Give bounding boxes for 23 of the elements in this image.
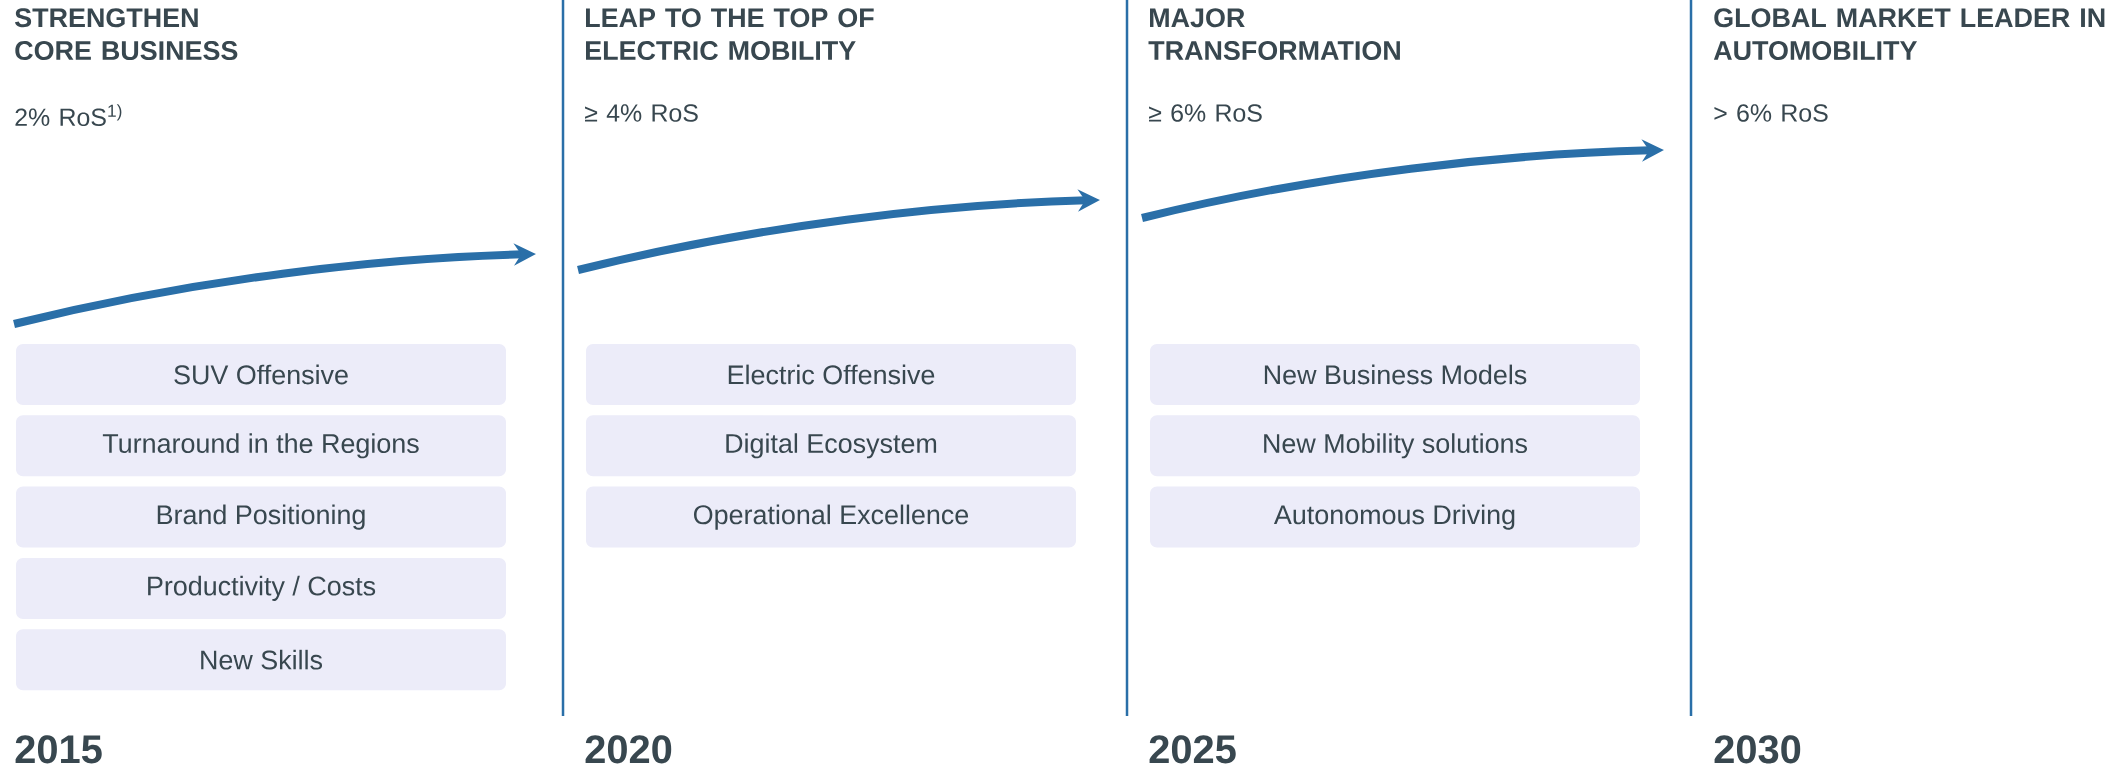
initiative-box: Electric Offensive	[586, 344, 1076, 405]
initiative-box: New Skills	[16, 629, 506, 691]
return-on-sales-text: ≥ 4% RoS	[585, 104, 698, 122]
initiative-box: New Business Models	[1150, 344, 1640, 405]
heading-text: STRENGTHEN CORE BUSINESS	[15, 8, 238, 61]
year-text: 2015	[15, 735, 102, 764]
initiative-box: Autonomous Driving	[1150, 486, 1640, 548]
initiative-box: Brand Positioning	[16, 486, 506, 548]
heading-text: GLOBAL MARKET LEADER IN AUTOMOBILITY	[1713, 8, 2105, 61]
initiative-box: Productivity / Costs	[16, 557, 506, 619]
return-on-sales-text: > 6% RoS	[1714, 104, 1828, 122]
year-text: 2020	[585, 735, 672, 764]
heading-text: MAJOR TRANSFORMATION	[1148, 8, 1400, 61]
initiative-box: New Mobility solutions	[1150, 415, 1640, 477]
return-on-sales-text: 2% RoS$^{1)}$	[15, 104, 122, 127]
initiative-box: SUV Offensive	[16, 344, 506, 405]
initiative-box: Digital Ecosystem	[586, 415, 1076, 477]
initiative-box: Operational Excellence	[586, 486, 1076, 548]
heading-text: LEAP TO THE TOP OF ELECTRIC MOBILITY	[586, 8, 874, 61]
return-on-sales-text: ≥ 6% RoS	[1149, 104, 1262, 122]
year-text: 2025	[1149, 735, 1236, 764]
initiative-box: Turnaround in the Regions	[16, 415, 506, 477]
year-text: 2030	[1714, 735, 1801, 764]
